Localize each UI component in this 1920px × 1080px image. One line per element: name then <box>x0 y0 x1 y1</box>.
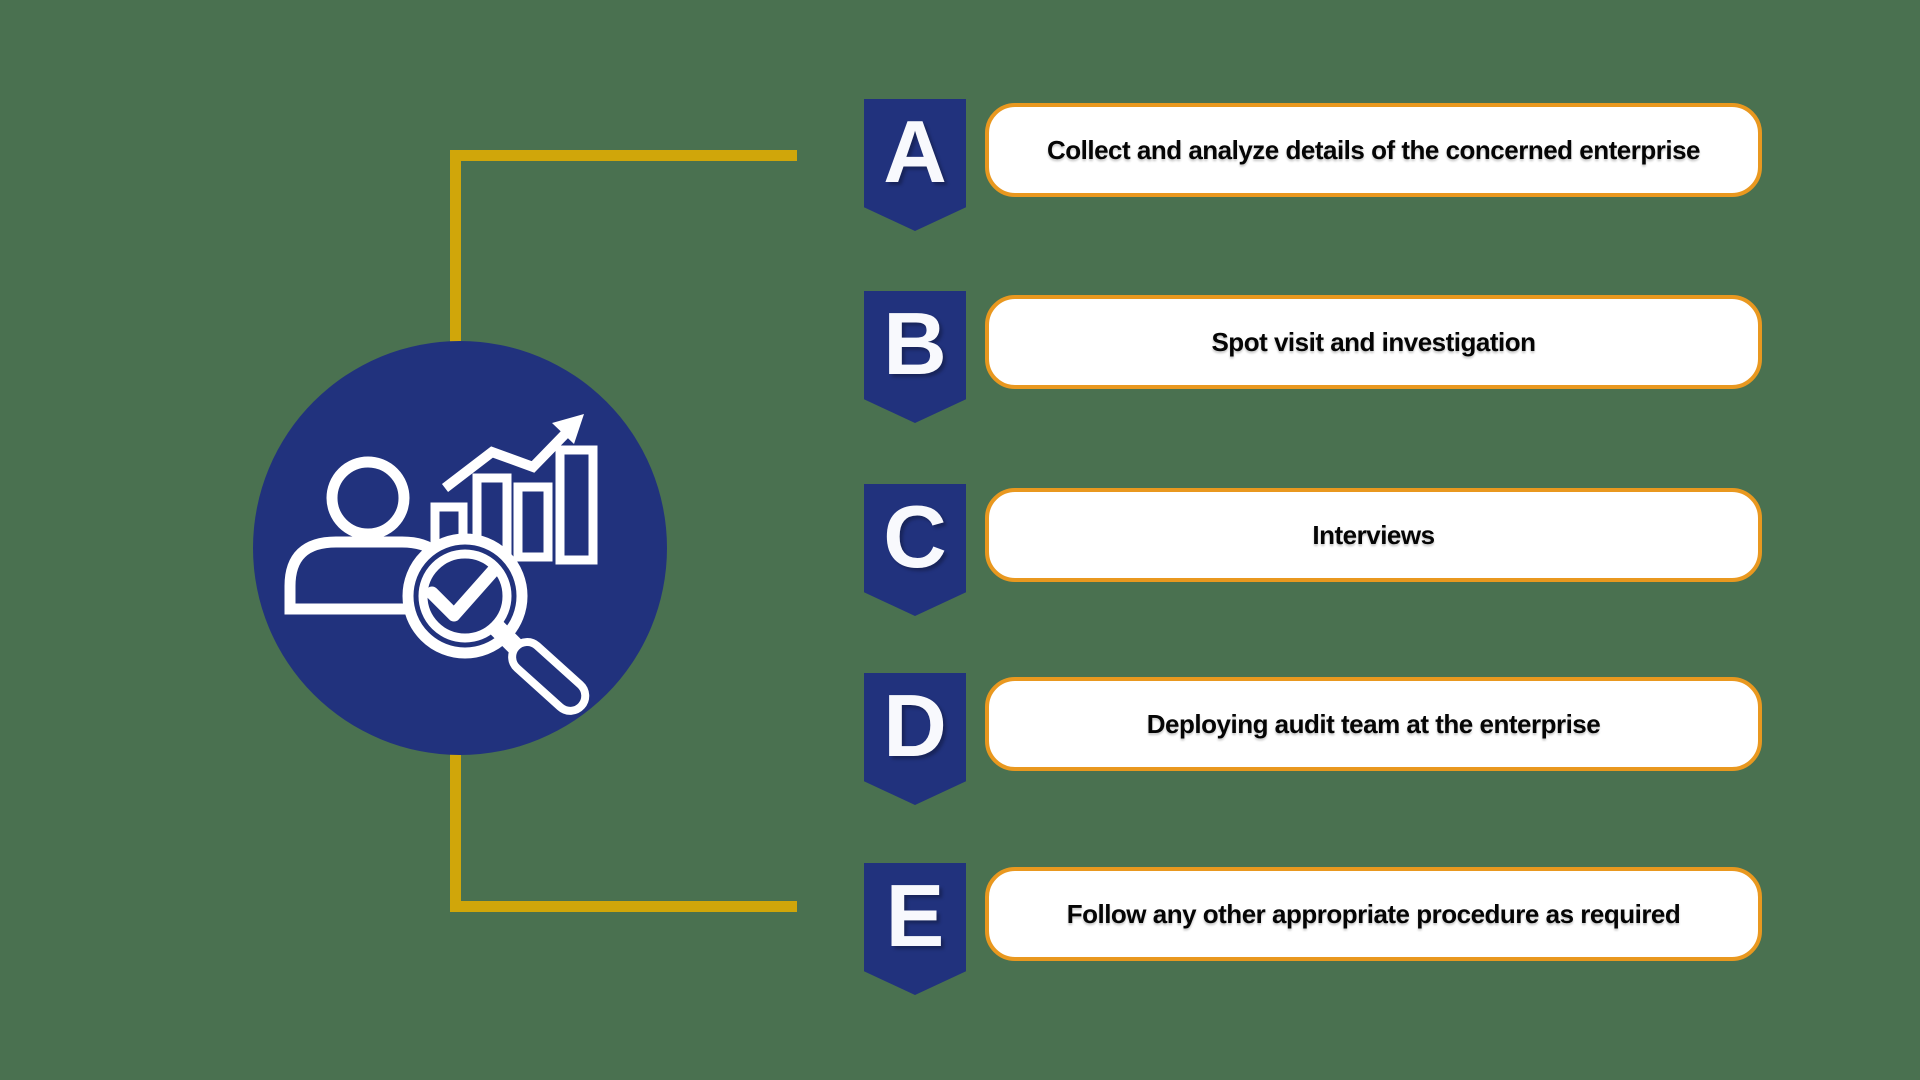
step-a-letter: A <box>883 102 947 201</box>
step-a-text: Collect and analyze details of the conce… <box>1046 134 1701 165</box>
magnifier-checkmark-icon <box>402 533 590 715</box>
step-c-box: Interviews <box>985 488 1762 582</box>
step-c-badge: C <box>864 484 966 616</box>
trend-arrow-icon <box>441 414 584 492</box>
step-d-text: Deploying audit team at the enterprise <box>1146 708 1601 739</box>
step-a-box: Collect and analyze details of the conce… <box>985 103 1762 197</box>
step-d-box: Deploying audit team at the enterprise <box>985 677 1762 771</box>
step-b-letter: B <box>883 294 947 393</box>
step-b-box: Spot visit and investigation <box>985 295 1762 389</box>
magnifier-handle <box>508 638 590 715</box>
connector-top-line <box>450 150 797 161</box>
checkmark-icon <box>425 564 500 622</box>
step-b-text: Spot visit and investigation <box>1211 326 1536 357</box>
step-b-badge: B <box>864 291 966 423</box>
step-a-badge: A <box>864 99 966 231</box>
step-e-box: Follow any other appropriate procedure a… <box>985 867 1762 961</box>
audit-analysis-icon <box>253 341 667 755</box>
step-d-badge: D <box>864 673 966 805</box>
step-c-text: Interviews <box>1312 519 1435 550</box>
step-c-letter: C <box>883 487 947 586</box>
step-e-badge: E <box>864 863 966 995</box>
step-d-letter: D <box>883 676 947 775</box>
step-e-text: Follow any other appropriate procedure a… <box>1066 898 1681 929</box>
step-e-letter: E <box>885 866 945 965</box>
connector-bottom-line <box>450 901 797 912</box>
